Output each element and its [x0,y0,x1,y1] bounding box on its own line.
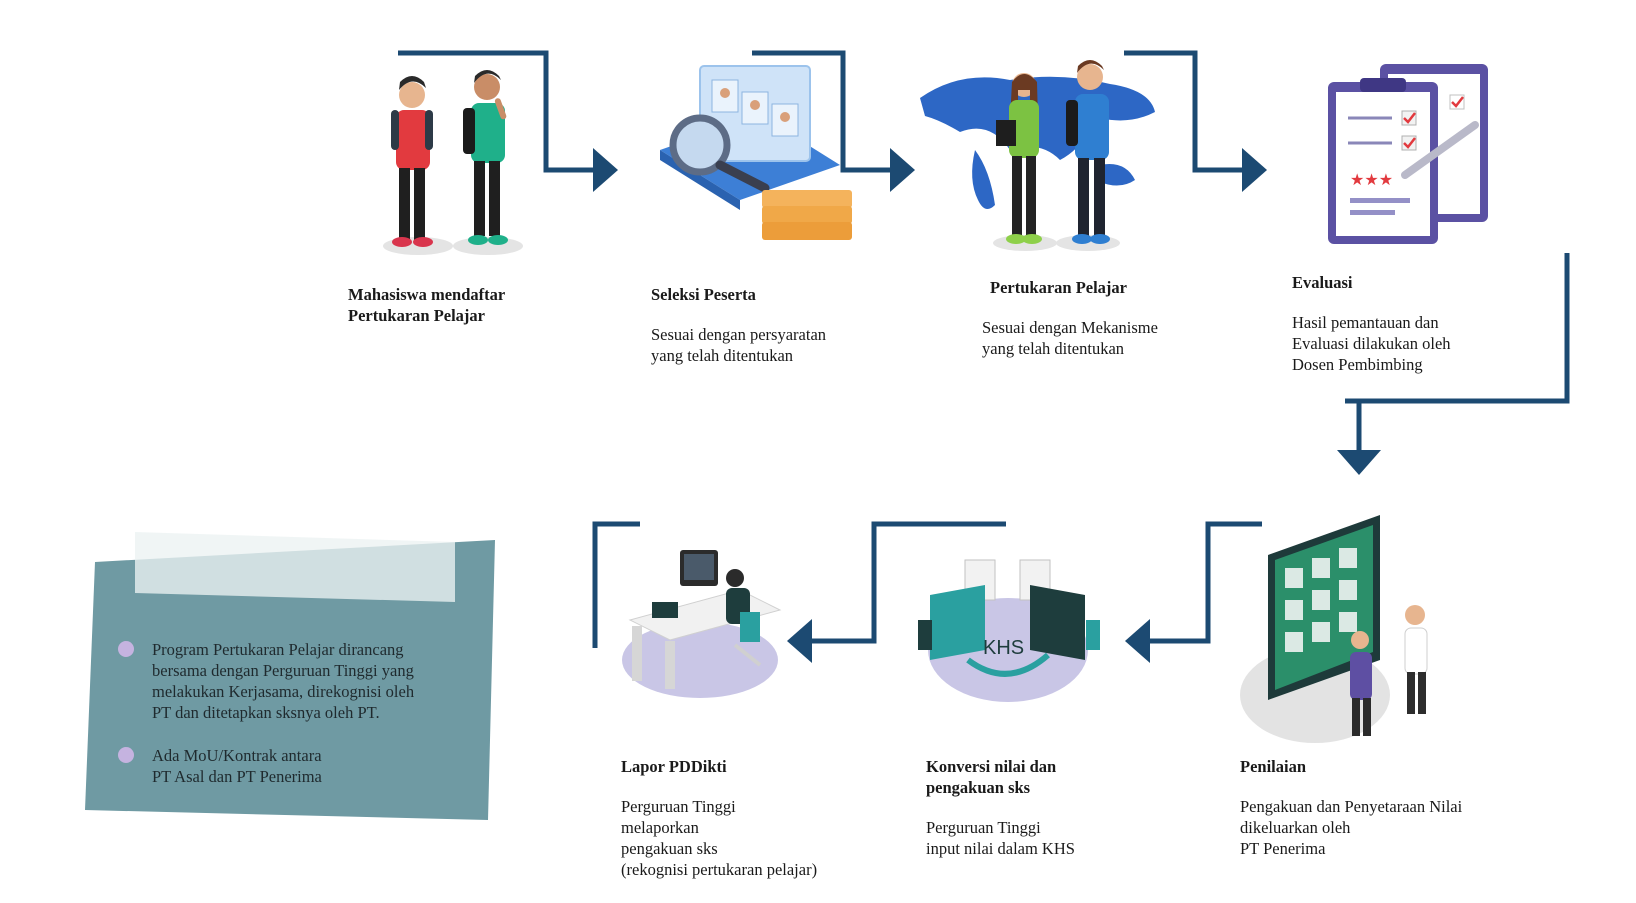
connector-7-end [592,521,640,648]
arrow-left-icon [787,619,812,663]
step-description: Hasil pemantauan dan Evaluasi dilakukan … [1292,313,1451,374]
step-title: Pertukaran Pelajar [990,278,1128,297]
step-description: Perguruan Tinggi melaporkan pengakuan sk… [621,797,818,879]
connector-2-3 [752,50,893,173]
step-description: Sesuai dengan persyaratan yang telah dit… [651,325,827,365]
connector-4-5 [1345,253,1570,450]
svg-text:★★★: ★★★ [1350,172,1393,189]
step-register: Mahasiswa mendaftar Pertukaran Pelajar [348,284,568,326]
connector-1-2 [398,50,596,173]
evaluation-illustration: ★★★ [1328,64,1488,244]
step-title: Mahasiswa mendaftar Pertukaran Pelajar [348,285,506,325]
pddikti-illustration [622,550,782,698]
arrow-right-icon [593,148,618,192]
step-description: Sesuai dengan Mekanisme yang telah diten… [982,318,1158,358]
assessment-illustration [1240,515,1428,743]
arrow-right-icon [1242,148,1267,192]
arrow-left-icon [1125,619,1150,663]
students-illustration [383,70,523,255]
step-title: Konversi nilai dan pengakuan sks [926,757,1057,797]
khs-conversion-illustration: KHS [918,559,1100,702]
step-report: Lapor PDDikti Perguruan Tinggi melaporka… [621,756,881,880]
step-evaluation: Evaluasi Hasil pemantauan dan Evaluasi d… [1292,272,1522,375]
arrow-right-icon [890,148,915,192]
step-description: Perguruan Tinggi input nilai dalam KHS [926,818,1075,858]
step-exchange: Pertukaran Pelajar Sesuai dengan Mekanis… [982,277,1222,359]
note-item-1: Program Pertukaran Pelajar dirancang ber… [152,640,415,722]
connector-6-7 [810,521,1006,644]
step-description: Pengakuan dan Penyetaraan Nilai dikeluar… [1240,797,1463,858]
step-title: Penilaian [1240,757,1307,776]
khs-label: KHS [983,637,1024,659]
step-assessment: Penilaian Pengakuan dan Penyetaraan Nila… [1240,756,1540,859]
note-item-2: Ada MoU/Kontrak antara PT Asal dan PT Pe… [152,746,322,786]
connector-5-6 [1148,521,1262,644]
bullet-icon [118,641,134,657]
step-conversion: Konversi nilai dan pengakuan sks Perguru… [926,756,1166,859]
step-title: Seleksi Peserta [651,285,756,304]
selection-illustration [660,65,852,240]
exchange-illustration [920,60,1155,251]
arrow-down-icon [1337,450,1381,475]
step-selection: Seleksi Peserta Sesuai dengan persyarata… [651,284,891,366]
note-card [85,532,495,820]
step-title: Lapor PDDikti [621,757,727,776]
step-title: Evaluasi [1292,273,1353,292]
bullet-icon [118,747,134,763]
connector-3-4 [1124,50,1245,173]
